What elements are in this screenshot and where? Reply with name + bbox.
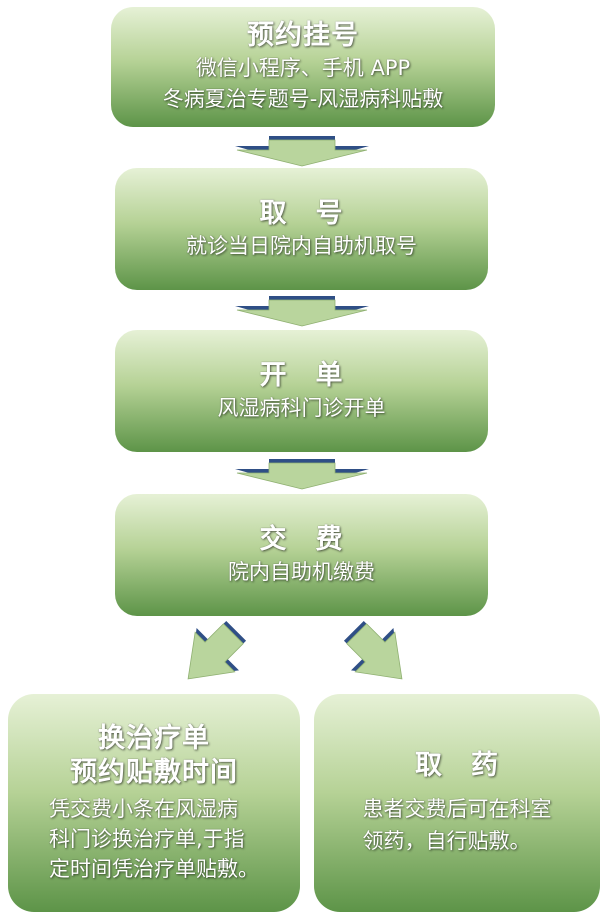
branch-exchange-treatment: 换治疗单 预约贴敷时间 凭交费小条在风湿病 科门诊换治疗单,于指 定时间凭治疗单… [8,694,300,912]
branch-line: 领药，自行贴敷。 [362,829,531,853]
down-right-arrow-icon [343,620,403,680]
branch-body: 患者交费后可在科室 领药，自行贴敷。 [345,793,570,857]
down-arrow-icon [235,136,369,167]
step-title: 开 单 [259,359,344,391]
step-line: 就诊当日院内自助机取号 [186,233,417,258]
step-ticket: 取 号 就诊当日院内自助机取号 [115,168,488,290]
branch-title: 预约贴敷时间 [70,757,238,788]
branch-take-medicine: 取 药 患者交费后可在科室 领药，自行贴敷。 [314,694,600,912]
step-title: 交 费 [259,523,344,555]
down-left-arrow-icon [187,620,247,680]
step-line: 院内自助机缴费 [228,559,375,584]
step-line: 微信小程序、手机 APP [195,56,411,80]
step-title: 取 号 [259,197,344,229]
step-line: 风湿病科门诊开单 [217,395,386,420]
step-payment: 交 费 院内自助机缴费 [115,494,488,616]
branch-line: 凭交费小条在风湿病 [49,797,238,821]
down-arrow-icon [235,296,369,327]
step-line: 冬病夏治专题号-风湿病科贴敷 [162,87,444,111]
branch-title: 取 药 [415,750,499,781]
branch-line: 患者交费后可在科室 [362,797,552,821]
branch-body: 凭交费小条在风湿病 科门诊换治疗单,于指 定时间凭治疗单贴敷。 [31,794,277,884]
branch-title: 换治疗单 [98,723,210,754]
step-prescription: 开 单 风湿病科门诊开单 [115,330,488,452]
step-appointment: 预约挂号 微信小程序、手机 APP 冬病夏治专题号-风湿病科贴敷 [111,7,495,127]
down-arrow-icon [235,459,369,490]
step-title: 预约挂号 [247,20,359,51]
branch-line: 定时间凭治疗单贴敷。 [49,857,259,881]
branch-line: 科门诊换治疗单,于指 [49,827,245,851]
